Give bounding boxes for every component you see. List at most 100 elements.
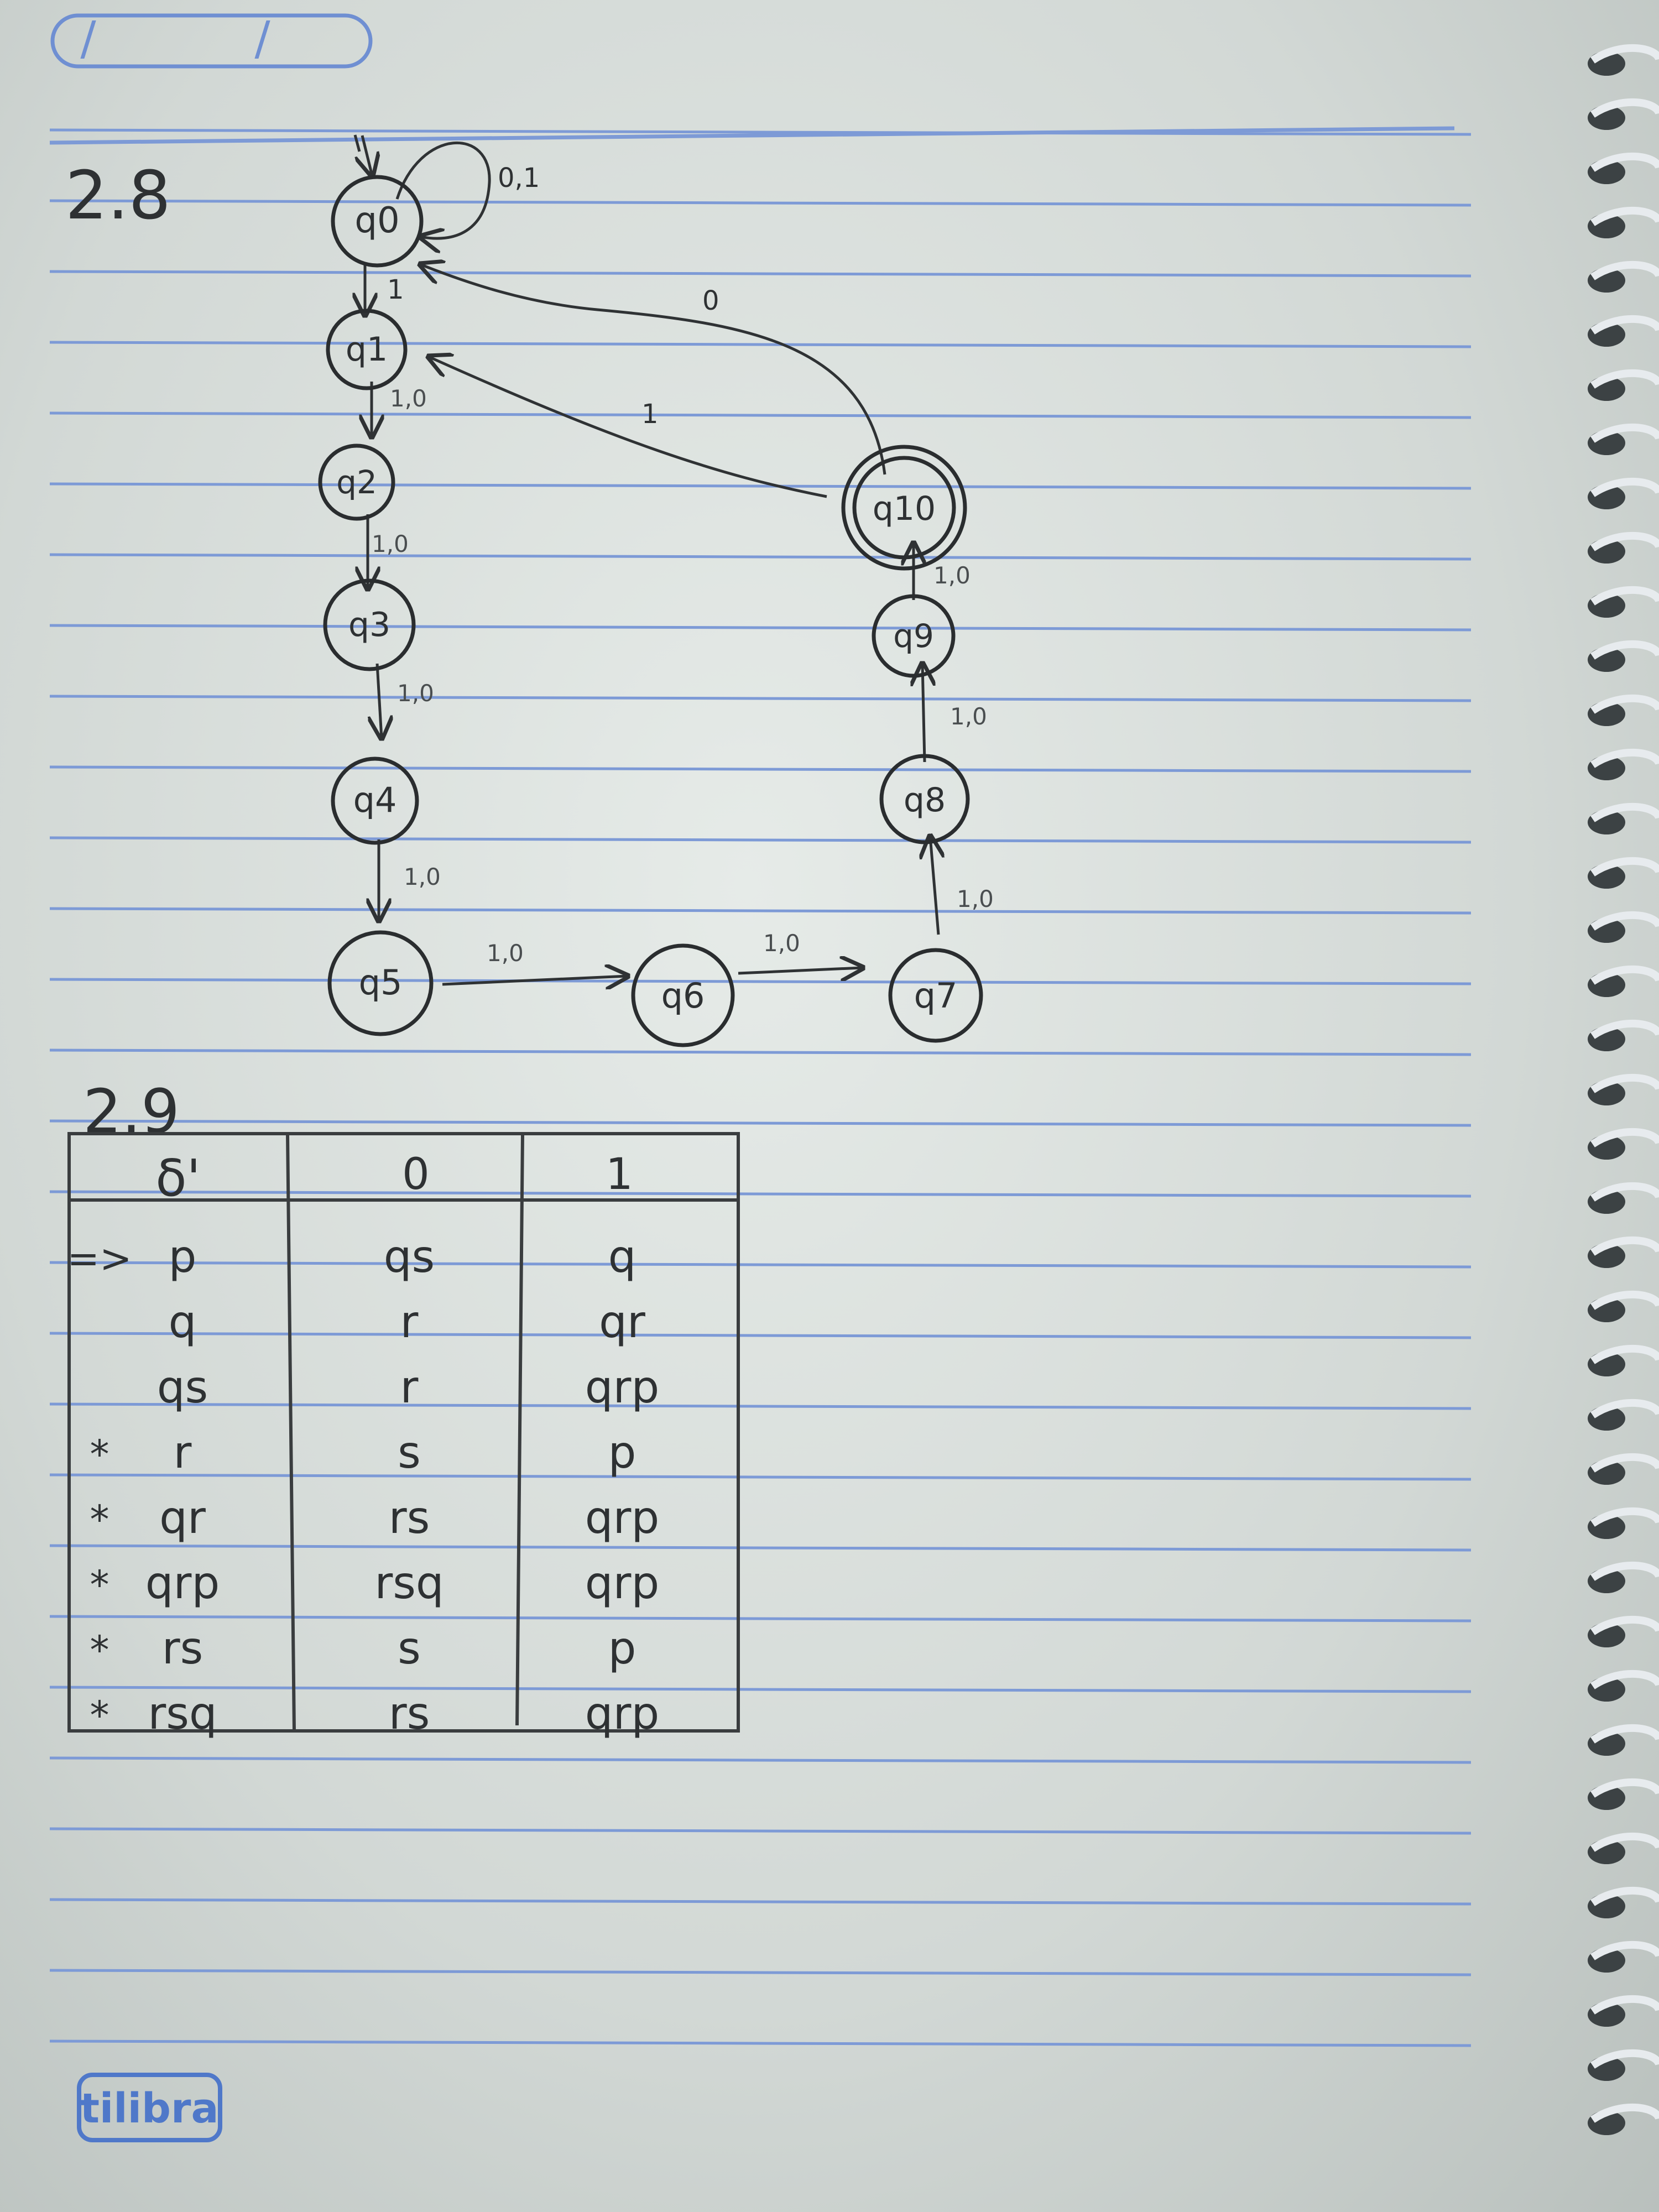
label-q2-q3: 1,0 (372, 530, 409, 557)
svg-text:q7: q7 (914, 975, 958, 1016)
label-q0-q1: 1 (387, 274, 404, 305)
state-q1: q1 (326, 309, 408, 390)
svg-text:q2: q2 (336, 463, 377, 501)
table-row: => p qs q (67, 1231, 636, 1282)
row-marker: * (90, 1562, 109, 1608)
svg-text:q6: q6 (661, 975, 705, 1016)
row-transition-1: p (608, 1427, 637, 1478)
row-marker: * (90, 1627, 109, 1673)
edge-q8-q9 (922, 664, 925, 763)
state-q8: q8 (879, 754, 970, 844)
transition-edges (365, 141, 938, 984)
row-transition-1: qrp (585, 1492, 659, 1543)
row-marker: * (90, 1693, 109, 1738)
row-state: q (169, 1296, 197, 1348)
edge-q10-q1 (429, 357, 827, 498)
table-row: * rs s p (90, 1623, 637, 1674)
label-q10-q1: 1 (641, 399, 659, 430)
state-q4: q4 (331, 757, 419, 845)
start-arrow (353, 134, 372, 176)
row-transition-1: qr (599, 1296, 645, 1348)
row-transition-0: s (398, 1427, 421, 1478)
edge-q10-q0 (420, 264, 886, 475)
table-row: * r s p (90, 1427, 637, 1478)
header-delta: δ' (155, 1149, 201, 1208)
row-marker: * (90, 1497, 109, 1542)
row-transition-0: r (400, 1361, 419, 1413)
date-field-separators: / / (80, 11, 342, 65)
row-transition-1: qrp (585, 1361, 659, 1413)
svg-text:q3: q3 (348, 606, 390, 644)
row-transition-1: qrp (585, 1557, 659, 1609)
edge-q3-q4 (377, 663, 382, 738)
svg-text:q8: q8 (904, 781, 946, 820)
edge-q6-q7 (738, 968, 863, 973)
label-q5-q6: 1,0 (487, 940, 524, 967)
state-q5: q5 (327, 930, 434, 1036)
transition-table-grid (67, 1132, 740, 1733)
exercise-2-9-label: 2.9 (83, 1076, 180, 1147)
row-state: qs (157, 1361, 208, 1413)
table-row: * qrp rsq qrp (90, 1557, 660, 1609)
header-symbol-0: 0 (402, 1150, 430, 1199)
state-q3: q3 (323, 578, 416, 671)
row-state: r (174, 1427, 192, 1478)
table-row: * rsq rs qrp (90, 1688, 660, 1739)
row-state: qr (159, 1492, 206, 1543)
exercise-2-8-label: 2.8 (65, 158, 171, 234)
label-q10-q0: 0 (702, 285, 719, 316)
row-transition-0: rs (389, 1688, 430, 1739)
row-transition-0: rsq (374, 1557, 444, 1609)
state-q6: q6 (631, 943, 735, 1047)
row-state: rs (162, 1623, 204, 1674)
label-q6-q7: 1,0 (763, 930, 800, 957)
header-symbol-1: 1 (606, 1150, 633, 1199)
row-transition-1: p (608, 1623, 637, 1674)
ruled-lines (49, 126, 1472, 2047)
svg-text:q5: q5 (359, 962, 403, 1003)
row-state: p (169, 1231, 197, 1282)
row-transition-1: q (608, 1231, 637, 1282)
transition-labels: 0,1 1 1,0 1,0 1,0 1,0 1,0 1,0 1,0 1,0 1,… (372, 163, 994, 967)
date-field: / / (50, 11, 373, 69)
state-q2: q2 (318, 444, 395, 521)
table-row: * qr rs qrp (90, 1492, 660, 1543)
transition-table-header: δ' 0 1 (155, 1149, 633, 1208)
label-q3-q4: 1,0 (397, 680, 434, 707)
state-q7: q7 (888, 948, 983, 1043)
row-transition-0: s (398, 1623, 421, 1674)
row-transition-0: rs (389, 1492, 430, 1543)
row-transition-0: qs (384, 1231, 435, 1282)
label-q0-self: 0,1 (498, 163, 540, 194)
label-q4-q5: 1,0 (404, 863, 441, 890)
row-marker: * (90, 1432, 109, 1477)
state-q9: q9 (872, 594, 956, 678)
row-transition-1: qrp (585, 1688, 659, 1739)
svg-text:q4: q4 (353, 780, 397, 820)
edge-q0-self-loop (395, 141, 491, 238)
logo-text: tilibra (80, 2085, 219, 2132)
row-state: rsq (148, 1688, 217, 1739)
spiral-binding (1588, 44, 1659, 2135)
edge-q5-q6 (442, 976, 628, 984)
label-q9-q10: 1,0 (933, 562, 971, 589)
state-q0: q0 (331, 175, 424, 268)
tilibra-logo: tilibra (77, 2073, 222, 2142)
svg-text:q0: q0 (354, 200, 399, 241)
row-marker: => (67, 1236, 132, 1281)
table-row: qs r qrp (157, 1361, 659, 1413)
svg-text:q10: q10 (873, 489, 936, 528)
row-state: qrp (145, 1557, 220, 1609)
label-q7-q8: 1,0 (957, 885, 994, 912)
label-q8-q9: 1,0 (950, 703, 987, 730)
label-q1-q2: 1,0 (390, 385, 427, 412)
state-q10-accepting: q10 (841, 445, 967, 571)
svg-text:q1: q1 (346, 330, 388, 369)
svg-text:q9: q9 (893, 617, 934, 655)
row-transition-0: r (400, 1296, 419, 1348)
edge-q7-q8 (930, 836, 938, 935)
